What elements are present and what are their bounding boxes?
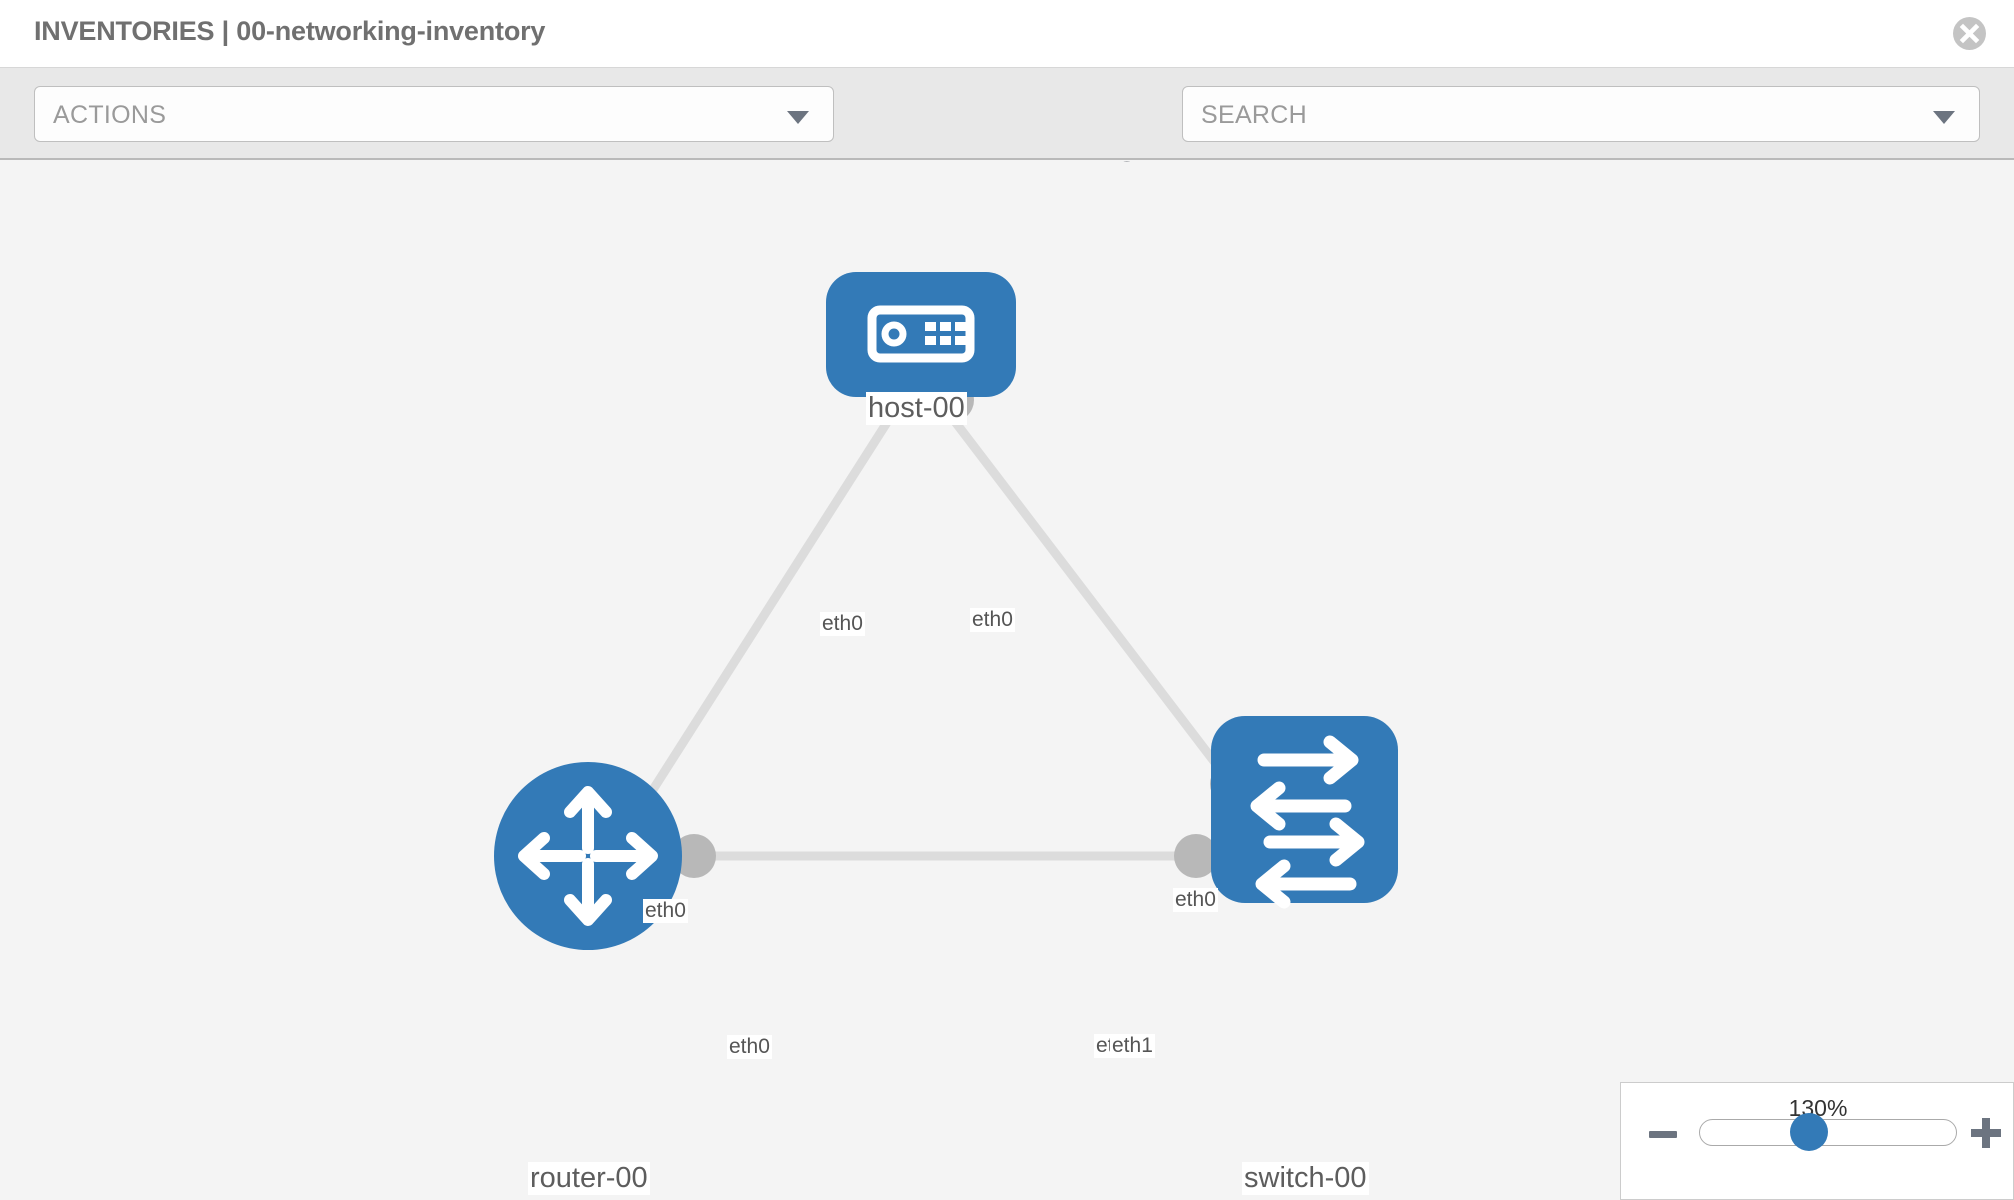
endpoint-router-eth0[interactable] [672, 834, 716, 878]
port-label-switch-eth1: eth1 [1110, 1034, 1155, 1058]
app-header: INVENTORIES | 00-networking-inventory [0, 0, 2014, 68]
port-label-host-eth0-right: eth0 [970, 608, 1015, 632]
close-icon [1959, 23, 1980, 44]
zoom-slider-thumb[interactable] [1790, 1113, 1828, 1151]
topology-canvas[interactable]: host-00 router-00 switch-00 eth0 eth0 et… [0, 162, 2014, 1200]
link-host-switch[interactable] [936, 399, 1249, 805]
chevron-down-icon [787, 111, 809, 124]
link-host-router[interactable] [636, 399, 904, 813]
search-input[interactable]: SEARCH [1182, 86, 1980, 142]
chevron-down-icon[interactable] [1933, 111, 1955, 124]
page-title: INVENTORIES | 00-networking-inventory [34, 16, 546, 46]
node-host-00[interactable] [826, 272, 1016, 397]
actions-dropdown-label: ACTIONS [53, 101, 167, 129]
port-label-host-eth0-left: eth0 [820, 612, 865, 636]
search-placeholder: SEARCH [1201, 101, 1307, 129]
port-label-router-eth0: eth0 [727, 1035, 772, 1059]
port-label-router-link-eth0: eth0 [643, 899, 688, 923]
zoom-slider-track[interactable] [1699, 1119, 1957, 1146]
close-button[interactable] [1953, 17, 1986, 50]
node-label-host-00: host-00 [866, 392, 967, 425]
server-icon [867, 305, 975, 363]
actions-dropdown[interactable]: ACTIONS [34, 86, 834, 142]
topology-graph [494, 272, 1398, 950]
zoom-out-button[interactable] [1649, 1131, 1677, 1138]
zoom-control-panel: 130% [1620, 1082, 2014, 1200]
port-label-switch-link-eth0: eth0 [1173, 888, 1218, 912]
node-switch-00[interactable] [1211, 716, 1398, 909]
node-label-switch-00: switch-00 [1242, 1162, 1369, 1195]
router-arrows-icon [518, 786, 658, 926]
toolbar: ACTIONS SEARCH [0, 68, 2014, 202]
node-router-00[interactable] [494, 762, 682, 950]
zoom-in-button[interactable] [1971, 1118, 2001, 1148]
switch-arrows-icon [1250, 735, 1365, 909]
endpoint-switch-eth1[interactable] [1174, 834, 1218, 878]
node-label-router-00: router-00 [528, 1162, 650, 1195]
